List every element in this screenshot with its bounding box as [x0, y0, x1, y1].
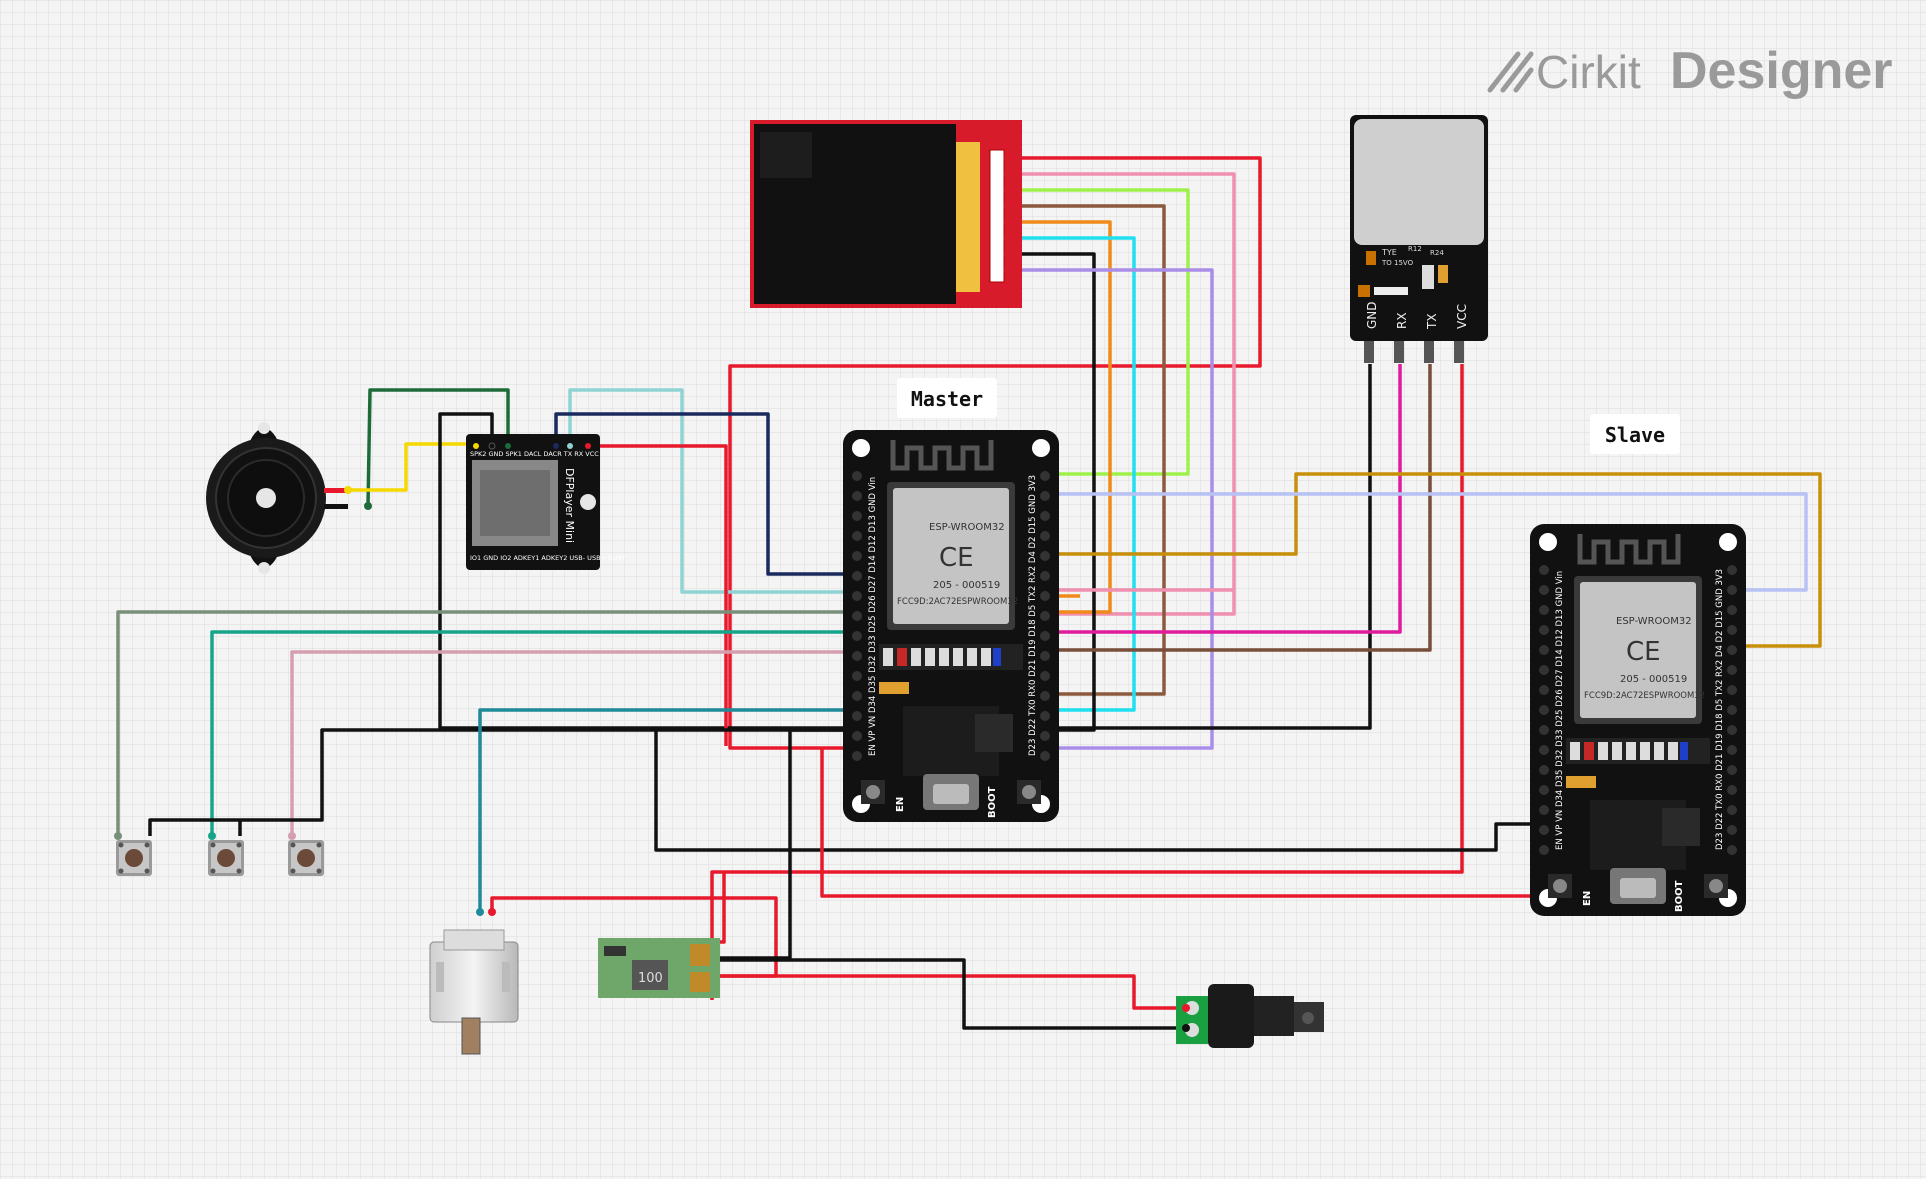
slave-ce-mark: CE: [1626, 637, 1661, 667]
tft-display[interactable]: [750, 120, 1022, 308]
wire-buck-gnd-in[interactable]: [712, 728, 852, 960]
push-button-2[interactable]: [208, 840, 244, 876]
wire-fp-gnd[interactable]: [1048, 364, 1372, 730]
wire-df-tx-lightblue[interactable]: [568, 388, 852, 594]
fingerprint-pin-tx: TX: [1425, 313, 1439, 330]
slave-right-pins: D23 D22 TX0 RX0 D21 D19 D18 D5 TX2 RX2 D…: [1715, 569, 1725, 850]
wire-tft-lime[interactable]: [1008, 188, 1190, 476]
wire-solenoid-signal[interactable]: [478, 708, 852, 912]
dfplayer-mini[interactable]: SPK2 GND SPK1 DACL DACR TX RX VCC DFPlay…: [466, 434, 625, 570]
fingerprint-pin-vcc: VCC: [1455, 304, 1469, 329]
fingerprint-silk-r24: R24: [1430, 249, 1444, 257]
master-en-label: EN: [895, 797, 906, 812]
wire-btn3-mauve[interactable]: [290, 650, 852, 836]
master-label-text: Master: [911, 387, 983, 411]
wire-df-gnd[interactable]: [438, 412, 852, 730]
slave-label[interactable]: Slave: [1590, 414, 1680, 454]
fingerprint-silk-r12: R12: [1408, 245, 1422, 253]
wire-slave-gnd[interactable]: [654, 730, 1540, 852]
piezo-buzzer[interactable]: [206, 422, 348, 574]
wire-df-rx-navy[interactable]: [554, 412, 852, 576]
wire-jack-positive[interactable]: [712, 974, 1186, 1010]
wire-df-green[interactable]: [366, 388, 510, 507]
cirkit-logo: Cirkit Designer: [1487, 42, 1893, 100]
pin-dots: [114, 486, 1190, 1032]
master-r-code: 205 - 000519: [933, 580, 1000, 591]
esp32-master[interactable]: ESP-WROOM32 CE 205 - 000519 FCC9D:2AC72E…: [843, 430, 1059, 822]
solenoid-lock[interactable]: [429, 929, 519, 1055]
slave-fcc: FCC9D:2AC72ESPWROOM32: [1584, 691, 1705, 701]
wire-fp-tx[interactable]: [1048, 364, 1432, 652]
slave-label-text: Slave: [1605, 423, 1665, 447]
master-fcc: FCC9D:2AC72ESPWROOM32: [897, 597, 1018, 607]
push-button-3[interactable]: [288, 840, 324, 876]
fingerprint-sensor[interactable]: TYE TO 15VO R12 R24 GND RX TX VCC: [1350, 115, 1488, 363]
wire-gold-serial[interactable]: [1048, 472, 1822, 648]
master-label[interactable]: Master: [897, 378, 997, 418]
master-left-pins: EN VP VN D34 D35 D32 D33 D25 D26 D27 D14…: [868, 477, 878, 756]
slave-en-label: EN: [1582, 891, 1593, 906]
dc-barrel-jack[interactable]: [1176, 984, 1324, 1048]
slave-boot-label: BOOT: [1674, 880, 1685, 912]
master-module-name: ESP-WROOM32: [929, 522, 1005, 533]
wire-tft-pink[interactable]: [1008, 172, 1236, 616]
push-button-1[interactable]: [116, 840, 152, 876]
dfplayer-name: DFPlayer Mini: [563, 468, 576, 543]
fingerprint-silk-tye: TYE: [1381, 248, 1397, 257]
wire-fp-vcc[interactable]: [710, 364, 1464, 1000]
wire-btn1-graygreen[interactable]: [116, 610, 852, 836]
wire-btn2-teal[interactable]: [210, 630, 852, 836]
wire-fp-rx[interactable]: [1048, 364, 1402, 634]
wire-tft-lavender[interactable]: [1008, 268, 1214, 750]
fingerprint-pin-gnd: GND: [1365, 301, 1379, 329]
master-right-pins: D23 D22 TX0 RX0 D21 D19 D18 D5 TX2 RX2 D…: [1028, 475, 1038, 756]
wire-tft-brown[interactable]: [1008, 204, 1166, 696]
wire-periwinkle-serial[interactable]: [1048, 492, 1808, 592]
cirkit-logo-icon: [1487, 51, 1534, 93]
wire-btn-gnd[interactable]: [148, 728, 852, 836]
dfplayer-pin-dots: [473, 442, 591, 450]
wire-df-vcc[interactable]: [588, 444, 728, 746]
slave-r-code: 205 - 000519: [1620, 674, 1687, 685]
wire-tft-orange[interactable]: [1008, 220, 1112, 614]
master-boot-label: BOOT: [987, 786, 998, 818]
buck-inductor-label: 100: [638, 971, 663, 986]
fingerprint-pin-rx: RX: [1395, 312, 1409, 329]
wire-tft-red[interactable]: [728, 156, 1262, 750]
esp32-slave[interactable]: ESP-WROOM32 CE 205 - 000519 FCC9D:2AC72E…: [1530, 524, 1746, 916]
tft-pins: [1004, 154, 1012, 274]
slave-module-name: ESP-WROOM32: [1616, 616, 1692, 627]
fingerprint-silk-to15vo: TO 15VO: [1381, 259, 1414, 267]
dfplayer-bottom-pins: IO1 GND IO2 ADKEY1 ADKEY2 USB- USB+ BUSY: [470, 554, 625, 562]
wire-tft-black[interactable]: [1008, 252, 1096, 732]
cirkit-logo-text: Cirkit: [1536, 46, 1641, 98]
wire-tft-cyan[interactable]: [1008, 236, 1136, 712]
wire-jack-negative[interactable]: [712, 958, 1186, 1030]
wires: [116, 156, 1822, 1030]
buck-converter[interactable]: 100: [598, 938, 720, 998]
dfplayer-top-pins: SPK2 GND SPK1 DACL DACR TX RX VCC: [470, 450, 599, 458]
designer-logo-text: Designer: [1670, 42, 1893, 100]
fingerprint-header-pins: [1364, 341, 1464, 363]
slave-left-pins: EN VP VN D34 D35 D32 D33 D25 D26 D27 D14…: [1555, 571, 1565, 850]
master-ce-mark: CE: [939, 543, 974, 573]
